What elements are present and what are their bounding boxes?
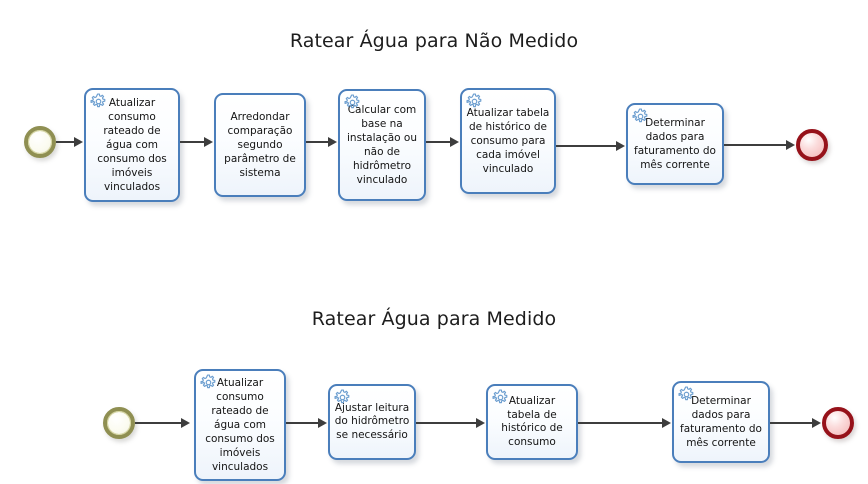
task-label: Atualizar consumo rateado de água com co… [97,97,167,193]
connector-t4-t5 [556,145,618,147]
connector-t2-t3 [306,141,330,143]
connector-m3-m4 [578,422,664,424]
connector-m4-end [770,422,814,424]
task-label: Atualizar consumo rateado de água com co… [205,377,275,473]
connector-t3-t4 [426,141,452,143]
task-label: Ajustar leitura do hidrômetro se necessá… [334,401,410,441]
task-ajustar-leitura-hidrometro[interactable]: Ajustar leitura do hidrômetro se necessá… [328,384,416,460]
lane-title-medido: Ratear Água para Medido [311,308,557,330]
end-event-nao-medido[interactable] [796,129,828,161]
end-event-medido[interactable] [822,407,854,439]
arrowhead-t3-t4 [450,137,459,147]
arrowhead-t5-end [786,140,795,150]
task-determinar-dados-faturamento-medido[interactable]: Determinar dados para faturamento do mês… [672,381,770,463]
task-determinar-dados-faturamento-nao-medido[interactable]: Determinar dados para faturamento do mês… [626,103,724,185]
arrowhead-t4-t5 [616,141,625,151]
arrowhead-m3-m4 [662,418,671,428]
start-event-medido[interactable] [103,407,135,439]
arrowhead-start-m1 [181,418,190,428]
task-label: Atualizar tabela de histórico de consumo… [466,107,550,175]
task-arredondar-comparacao[interactable]: Arredondar comparação segundo parâmetro … [214,93,306,197]
task-atualizar-consumo-rateado-nao-medido[interactable]: Atualizar consumo rateado de água com co… [84,88,180,202]
arrowhead-t1-t2 [204,137,213,147]
connector-t1-t2 [180,141,206,143]
task-atualizar-consumo-rateado-medido[interactable]: Atualizar consumo rateado de água com co… [194,369,286,481]
connector-m2-m3 [416,422,478,424]
arrowhead-t2-t3 [328,137,337,147]
task-label: Determinar dados para faturamento do mês… [680,395,762,449]
arrowhead-m4-end [812,418,821,428]
connector-m1-m2 [286,422,320,424]
task-label: Determinar dados para faturamento do mês… [634,117,716,171]
task-label: Arredondar comparação segundo parâmetro … [224,111,296,179]
task-label: Calcular com base na instalação ou não d… [347,104,417,186]
arrowhead-m2-m3 [476,418,485,428]
task-atualizar-tabela-historico-cada-imovel[interactable]: Atualizar tabela de histórico de consumo… [460,88,556,194]
start-event-nao-medido[interactable] [24,126,56,158]
lane-title-nao-medido: Ratear Água para Não Medido [289,30,579,52]
connector-t5-end [724,144,788,146]
connector-start-t1 [56,141,76,143]
task-calcular-com-base-instalacao[interactable]: Calcular com base na instalação ou não d… [338,89,426,201]
connector-start-m1 [135,422,183,424]
arrowhead-m1-m2 [318,418,327,428]
task-label: Atualizar tabela de histórico de consumo [501,395,563,448]
arrowhead-start-t1 [74,137,83,147]
task-atualizar-tabela-historico-consumo[interactable]: Atualizar tabela de histórico de consumo [486,384,578,460]
